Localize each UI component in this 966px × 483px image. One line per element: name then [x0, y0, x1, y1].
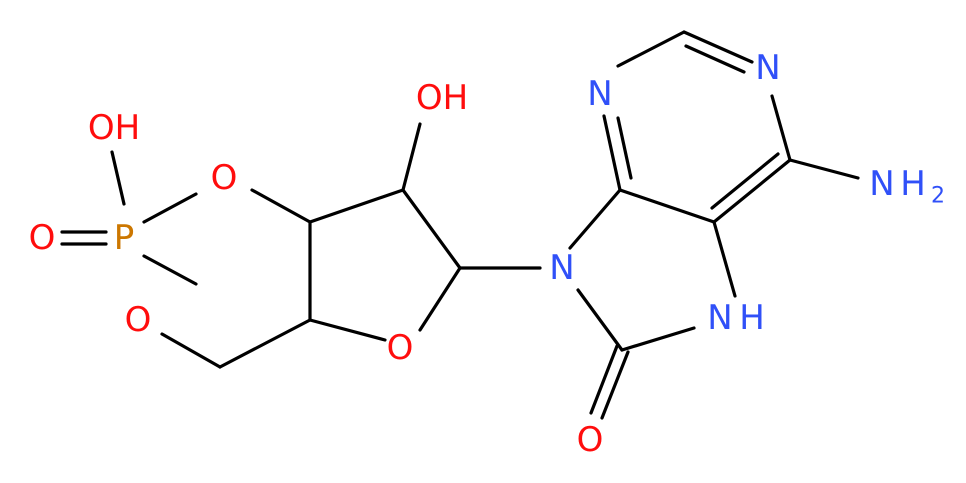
- bonds: [60, 30, 860, 420]
- n3-label: N: [587, 74, 612, 114]
- bond-ch2-c4: [218, 318, 312, 369]
- ring-oxygen-lower-label: O: [125, 300, 152, 340]
- bond-n3-c2b: [616, 30, 686, 68]
- carbonyl-oxygen-label: O: [577, 420, 604, 460]
- bond-o-upper-c: [250, 188, 312, 224]
- n7-n-label: N: [707, 298, 732, 338]
- amino-h-label: H: [900, 164, 926, 204]
- amino-n-label: N: [869, 164, 894, 204]
- p-double-oxygen-label: O: [29, 218, 56, 258]
- bond-c2b-n1: [682, 30, 754, 64]
- bond-c3-c2: [308, 188, 405, 224]
- amino-subscript-label: 2: [931, 184, 945, 209]
- bond-c2-oh: [401, 122, 422, 192]
- atom-labels: OH O P O O OH O N N N N H 2 N H O: [29, 48, 945, 460]
- n9-label: N: [549, 248, 574, 288]
- bond-c1-o: [418, 266, 462, 332]
- bond-o-c4: [308, 318, 387, 342]
- bond-c4b-n3-inner: [616, 116, 633, 180]
- bond-p-o-upper: [142, 192, 198, 224]
- furanose-oxygen-label: O: [387, 328, 414, 368]
- bond-n1-c6: [770, 94, 792, 162]
- ring-oxygen-upper-label: O: [211, 158, 238, 198]
- bond-n7-c5: [712, 220, 737, 298]
- phosphorus-label: P: [114, 218, 135, 258]
- bond-p-o-lower: [142, 254, 198, 286]
- n1-label: N: [755, 48, 780, 88]
- bond-c6-nh2: [788, 158, 860, 180]
- bond-n9-c4b: [568, 188, 622, 250]
- bond-c8-o-2: [600, 350, 630, 420]
- bond-c4b-n3: [602, 114, 622, 192]
- bond-c2-c1: [401, 188, 462, 270]
- bond-c6-c5: [712, 158, 792, 224]
- bond-c2b-n1-inner: [684, 44, 746, 74]
- bond-c8-o-1: [589, 344, 619, 415]
- bond-c6-c5-inner: [710, 152, 780, 210]
- bond-p-oh: [110, 150, 126, 206]
- p-hydroxyl-label: OH: [88, 108, 140, 148]
- bond-c4b-c5: [618, 188, 716, 224]
- n7-h-label: H: [739, 298, 765, 338]
- bond-n9-c8: [576, 288, 624, 352]
- bond-o-lower-ch2: [160, 332, 222, 369]
- sugar-hydroxyl-label: OH: [416, 78, 468, 118]
- bond-c8-n7: [620, 326, 696, 352]
